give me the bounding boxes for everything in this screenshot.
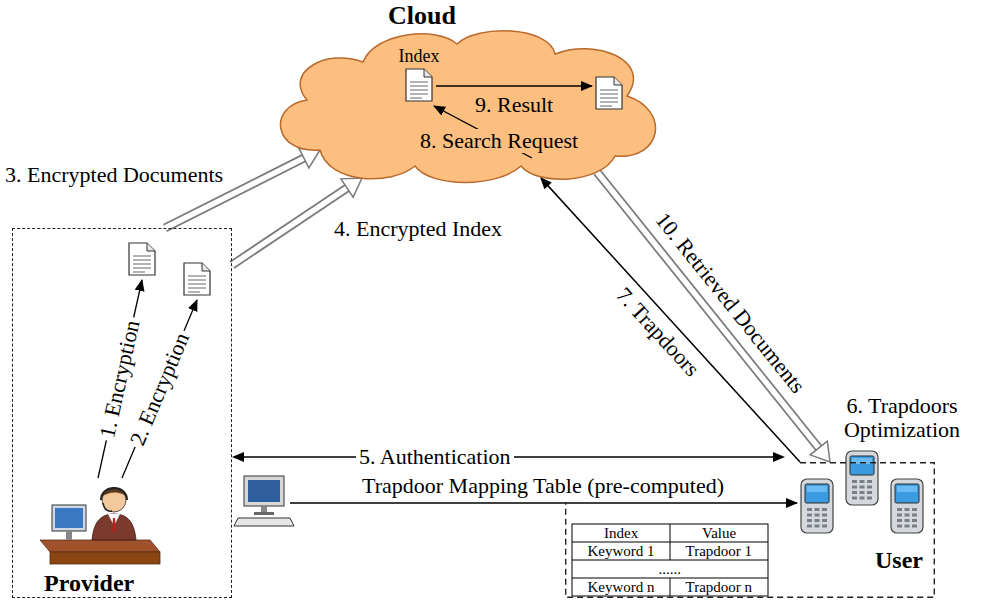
phone-icon — [801, 479, 833, 533]
provider-figure — [40, 540, 160, 552]
computer-icon — [254, 512, 274, 515]
cloud-shape — [265, 30, 665, 180]
table-cell: Trapdoor 1 — [686, 543, 753, 560]
region-title: User — [875, 547, 923, 573]
table-cell: Keyword n — [588, 579, 655, 596]
connector-arrow — [810, 441, 830, 462]
mapping-table — [572, 524, 768, 596]
region-title: Provider — [44, 570, 134, 596]
connector-arrow — [232, 452, 244, 462]
edge-label: 5. Authentication — [356, 445, 514, 469]
connector-arrow — [597, 172, 819, 448]
connector-arrow — [165, 148, 320, 228]
connector-arrow — [232, 188, 347, 265]
connector-arrow — [299, 148, 320, 168]
phone-icon — [846, 451, 878, 505]
table-cell: Index — [604, 525, 638, 542]
connector-arrow — [341, 178, 362, 197]
connector-arrow — [597, 172, 830, 462]
step-label: 6. Trapdoors Optimization — [835, 394, 969, 442]
computer-icon — [261, 506, 267, 512]
step-label: 9. Result — [475, 93, 553, 117]
mapping-table — [572, 524, 768, 596]
icon-label: Index — [399, 47, 440, 67]
connector-arrow — [232, 188, 347, 265]
document-icon — [184, 263, 210, 295]
document-icon — [129, 243, 155, 275]
provider-figure — [103, 503, 112, 511]
provider-figure — [55, 508, 83, 528]
provider-figure — [102, 488, 126, 512]
cloud-content — [596, 77, 622, 109]
table-cell: Value — [702, 525, 736, 542]
mapping-table — [572, 524, 768, 596]
table-cell: Keyword 1 — [588, 543, 655, 560]
computer-icon — [248, 480, 280, 502]
edge-label: 4. Encrypted Index — [334, 217, 502, 241]
cloud-content — [436, 85, 592, 86]
computer-icon — [234, 476, 294, 526]
mapping-arrow — [290, 502, 797, 503]
provider-figure — [66, 531, 72, 540]
phone-icon — [891, 479, 923, 533]
cloud-outline — [280, 31, 655, 183]
provider-figure — [102, 488, 126, 497]
provider-figure — [101, 488, 127, 500]
provider-figure — [112, 518, 116, 533]
cloud-content — [406, 69, 432, 101]
table-cell: Trapdoor n — [686, 579, 753, 596]
connector-arrow — [597, 172, 819, 448]
provider-figure — [52, 505, 86, 531]
region-title: Cloud — [388, 2, 456, 31]
provider-figure — [92, 514, 136, 540]
computer-icon — [244, 476, 284, 506]
table-cell: ...... — [659, 561, 682, 578]
edge-label: 10. Retrieved Documents — [650, 208, 809, 398]
step-label: 8. Search Request — [417, 129, 581, 153]
edge-label: 3. Encrypted Documents — [5, 163, 223, 187]
document-icon — [129, 243, 210, 295]
computer-icon — [234, 518, 294, 526]
cloud-content — [406, 69, 622, 158]
provider-figure — [40, 488, 160, 564]
provider-figure — [50, 552, 160, 564]
edge-label: 7. Trapdoors — [611, 283, 704, 381]
table-caption: Trapdoor Mapping Table (pre-computed) — [359, 474, 727, 498]
connector-arrow — [773, 452, 785, 462]
